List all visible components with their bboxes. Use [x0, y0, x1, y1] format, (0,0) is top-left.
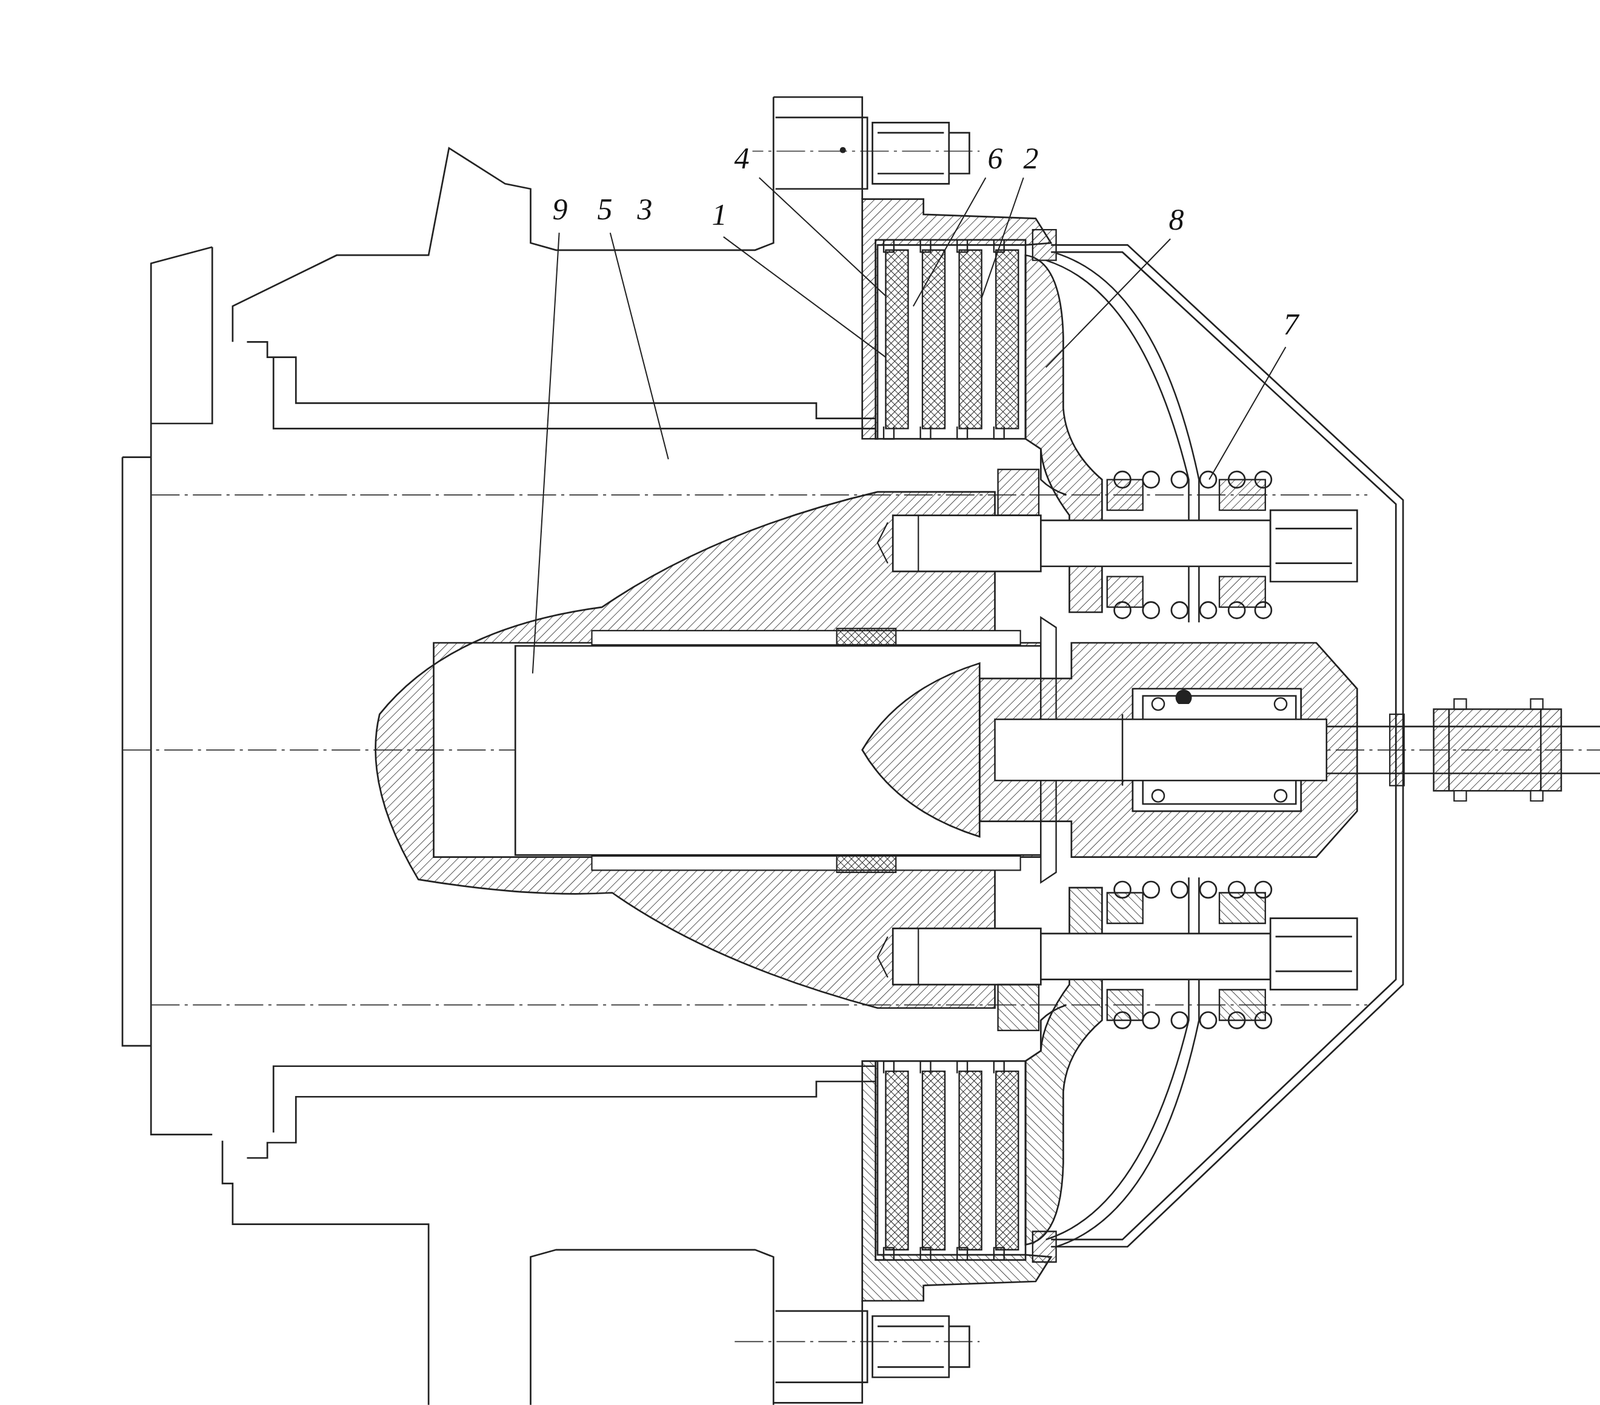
bushing [592, 630, 1021, 871]
housing-outline [232, 96, 876, 429]
release-housing [979, 643, 1357, 858]
coupling [1433, 709, 1562, 791]
callout-number: 4 [731, 142, 753, 175]
centre-lines [122, 150, 1600, 1342]
upper-half [773, 96, 1357, 623]
leader-lines [532, 177, 1287, 674]
cover [1050, 244, 1404, 1247]
housing-left-wall [122, 247, 213, 1136]
callout-number: 8 [1166, 203, 1188, 236]
leader-dot [840, 147, 847, 154]
release-spindle [995, 714, 1327, 787]
shaft [515, 646, 1041, 856]
release-nose [862, 663, 980, 837]
callout-number: 2 [1020, 142, 1042, 175]
coupling-screws [1453, 699, 1543, 802]
callout-number: 7 [1280, 308, 1302, 341]
lower-half [773, 877, 1357, 1404]
shaft-seal [1389, 714, 1405, 787]
bearing-balls [1152, 698, 1287, 803]
callout-number: 5 [594, 193, 616, 226]
callout-number: 1 [709, 198, 731, 231]
callout-number: 3 [634, 193, 656, 226]
callout-number: 9 [549, 193, 571, 226]
housing-outline-lower [222, 1066, 876, 1405]
grease-nipple [1175, 689, 1193, 705]
callout-number: 6 [984, 142, 1007, 175]
cover-rim [1032, 229, 1057, 1263]
